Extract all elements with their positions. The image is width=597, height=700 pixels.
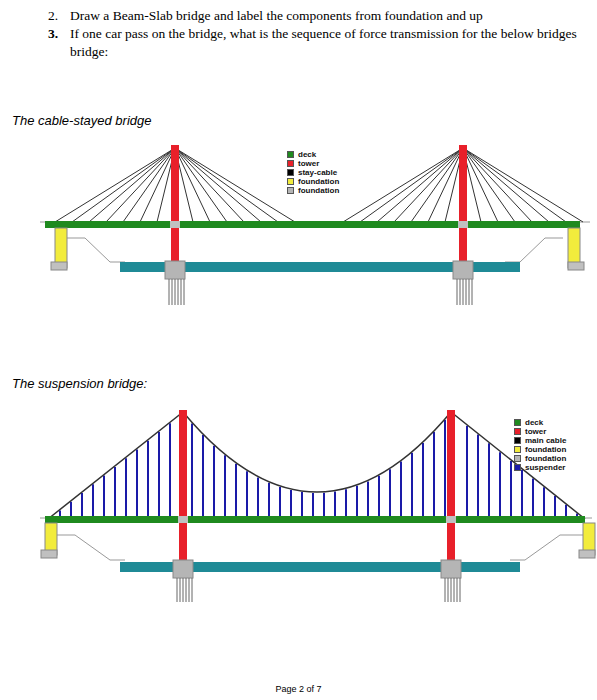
legend-row: deck bbox=[514, 418, 566, 427]
question-text: 2. bbox=[48, 7, 68, 24]
legend-text: deck bbox=[298, 150, 316, 159]
suspension-bridge bbox=[40, 410, 595, 602]
legend-text: foundation bbox=[298, 177, 339, 186]
legend-swatch bbox=[287, 160, 294, 167]
legend-text: foundation bbox=[525, 445, 566, 454]
legend-swatch bbox=[287, 178, 294, 185]
legend-text: tower bbox=[298, 159, 319, 168]
legend-text: foundation bbox=[525, 454, 566, 463]
legend-swatch bbox=[514, 446, 521, 453]
legend-text: foundation bbox=[298, 186, 339, 195]
legend-swatch bbox=[514, 455, 521, 462]
legend-swatch bbox=[514, 437, 521, 444]
legend-swatch bbox=[514, 464, 521, 471]
legend-row: foundation bbox=[287, 186, 339, 195]
question-text: 3. bbox=[48, 25, 68, 42]
legend-text: suspender bbox=[525, 463, 565, 472]
legend-row: foundation bbox=[514, 454, 566, 463]
legend: decktowerstay-cablefoundationfoundation bbox=[287, 150, 339, 195]
legend-swatch bbox=[287, 169, 294, 176]
legend-row: deck bbox=[287, 150, 339, 159]
legend-row: stay-cable bbox=[287, 168, 339, 177]
question-text: If one car pass on the bridge, what is t… bbox=[70, 25, 592, 61]
legend-row: suspender bbox=[514, 463, 566, 472]
legend-text: tower bbox=[525, 427, 546, 436]
legend-text: deck bbox=[525, 418, 543, 427]
legend-row: foundation bbox=[514, 445, 566, 454]
figure-caption: The cable-stayed bridge bbox=[12, 113, 312, 129]
question-text: Draw a Beam-Slab bridge and label the co… bbox=[70, 7, 590, 24]
legend-swatch bbox=[514, 428, 521, 435]
legend-swatch bbox=[287, 187, 294, 194]
legend-text: stay-cable bbox=[298, 168, 337, 177]
legend-row: main cable bbox=[514, 436, 566, 445]
legend-row: tower bbox=[287, 159, 339, 168]
legend: decktowermain cablefoundationfoundations… bbox=[514, 418, 566, 472]
legend-swatch bbox=[514, 419, 521, 426]
page-number: Page 2 of 7 bbox=[0, 684, 597, 695]
legend-row: foundation bbox=[287, 177, 339, 186]
figure-caption: The suspension bridge: bbox=[12, 376, 312, 392]
legend-text: main cable bbox=[525, 436, 566, 445]
legend-row: tower bbox=[514, 427, 566, 436]
cable-stayed-bridge bbox=[40, 145, 590, 305]
legend-swatch bbox=[287, 151, 294, 158]
